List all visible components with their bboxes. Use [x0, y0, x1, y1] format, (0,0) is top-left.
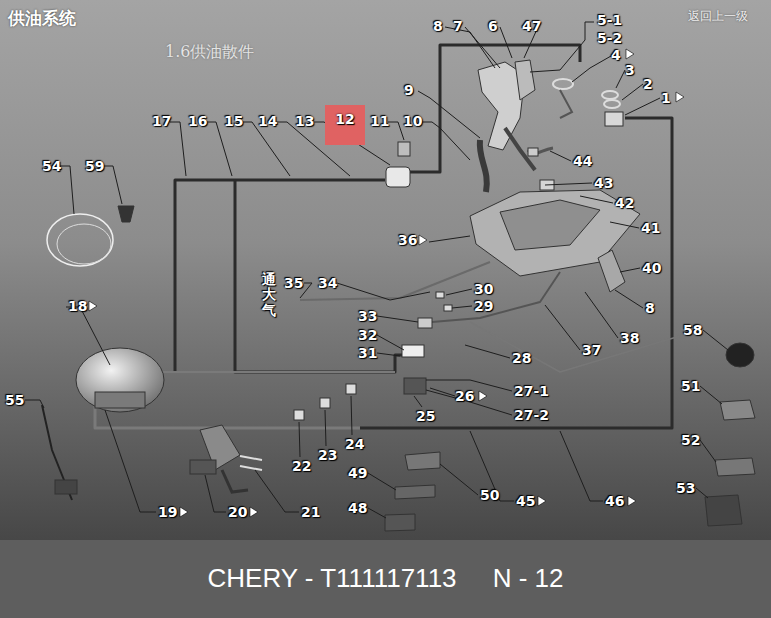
callout-number: 36	[398, 232, 417, 249]
callout-number: 44	[573, 153, 592, 170]
callout-number: 45	[516, 493, 535, 510]
callout-number: 33	[358, 308, 377, 325]
callout-number: 3	[625, 62, 635, 79]
callout-number: 46	[605, 493, 624, 510]
background	[0, 0, 771, 540]
diagram-title: 供油系统	[8, 7, 76, 30]
callout-number: 43	[594, 175, 613, 192]
fuel-lines	[95, 45, 700, 428]
callout-number: 19	[158, 504, 177, 521]
callout-number: 41	[641, 220, 660, 237]
callout-number: 42	[615, 195, 634, 212]
callout-number: 23	[318, 447, 337, 464]
callout-number: 13	[295, 113, 314, 130]
callout-number: 18	[68, 298, 87, 315]
callout-number: 28	[512, 350, 531, 367]
callout-number: 4	[611, 47, 621, 64]
leader-lines	[25, 22, 728, 518]
callout-number: 38	[620, 330, 639, 347]
callout-number: 48	[348, 500, 367, 517]
highlight-box: 12	[325, 105, 365, 145]
callout-number: 47	[522, 18, 541, 35]
callout-number: 49	[348, 465, 367, 482]
callout-number: 37	[582, 342, 601, 359]
callout-number: 5-2	[597, 30, 622, 47]
back-link: 返回上一级	[688, 8, 748, 25]
callout-number: 8	[433, 18, 443, 35]
part-caption: CHERY - T111117113 N - 12	[0, 563, 771, 594]
callout-number: 17	[152, 113, 171, 130]
callout-number: 14	[258, 113, 277, 130]
callout-number: 34	[318, 275, 337, 292]
callout-number: 55	[5, 392, 24, 409]
callout-number: 16	[188, 113, 207, 130]
callout-number: 35	[284, 275, 303, 292]
callout-number: 52	[681, 432, 700, 449]
callout-number: 51	[681, 378, 700, 395]
callout-number: 10	[403, 113, 422, 130]
callout-number: 31	[358, 345, 377, 362]
callout-number: 24	[345, 436, 364, 453]
callout-number: 9	[404, 82, 414, 99]
callout-number: 50	[480, 487, 499, 504]
pointer-triangles	[89, 49, 684, 517]
callout-number: 20	[228, 504, 247, 521]
callout-number: 1	[661, 90, 671, 107]
callout-number: 30	[474, 281, 493, 298]
callout-number: 25	[416, 408, 435, 425]
callout-number: 15	[224, 113, 243, 130]
caption-bar	[0, 540, 771, 618]
callout-number: 7	[453, 18, 463, 35]
callout-number: 32	[358, 327, 377, 344]
callout-number: 26	[455, 388, 474, 405]
callout-number: 59	[85, 158, 104, 175]
callout-number: 6	[488, 18, 498, 35]
callout-number: 53	[676, 480, 695, 497]
callout-number: 27-1	[514, 383, 549, 400]
watermark: 1.6供油散件	[165, 43, 254, 60]
callout-number: 8	[645, 300, 655, 317]
callout-number: 40	[642, 260, 661, 277]
callout-number: 21	[301, 504, 320, 521]
parts	[42, 60, 755, 531]
callout-number: 11	[370, 113, 389, 130]
note-text: 通大气	[262, 272, 276, 318]
callout-number: 58	[683, 322, 702, 339]
callout-number: 12	[325, 105, 365, 128]
callout-number: 5-1	[597, 12, 622, 29]
callout-number: 22	[292, 458, 311, 475]
callout-number: 54	[42, 158, 61, 175]
callout-number: 29	[474, 298, 493, 315]
callout-number: 27-2	[514, 407, 549, 424]
callout-number: 2	[643, 76, 653, 93]
